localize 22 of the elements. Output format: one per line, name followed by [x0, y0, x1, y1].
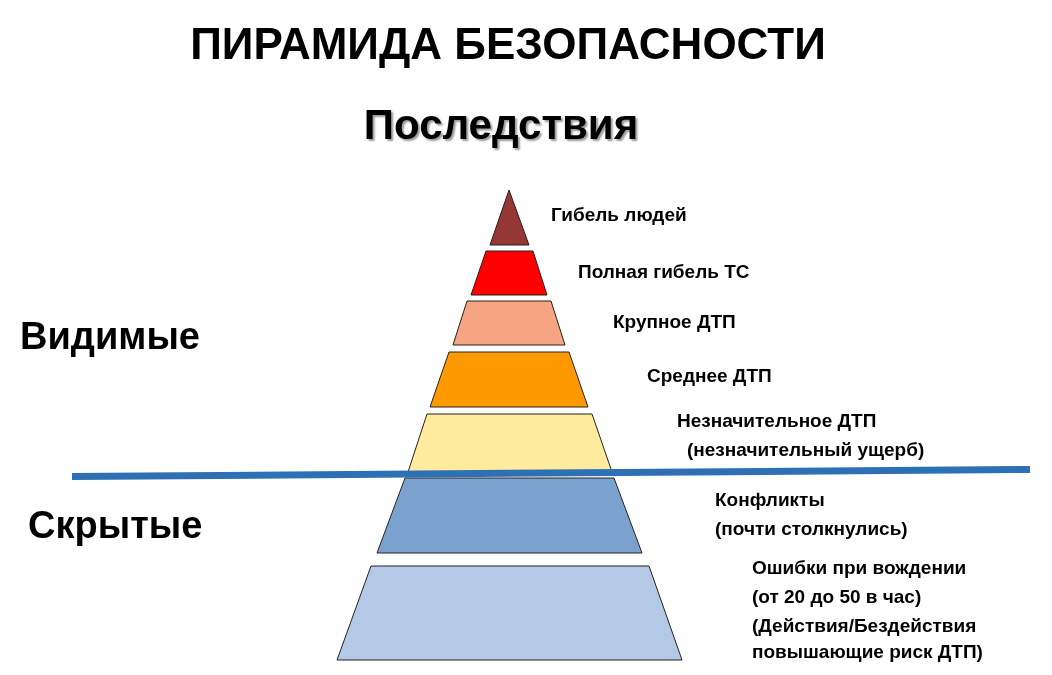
zone-label: Видимые: [20, 314, 200, 358]
pyramid-apex: [490, 190, 529, 245]
tier-caption: (незначительный ущерб): [687, 438, 925, 462]
subtitle: Последствия: [363, 100, 639, 150]
tier-caption: Конфликты: [715, 488, 825, 512]
pyramid-tier: [471, 251, 547, 295]
pyramid-tier: [453, 301, 565, 345]
pyramid-tier: [337, 566, 682, 660]
tier-caption: Гибель людей: [551, 203, 687, 227]
diagram-title: ПИРАМИДА БЕЗОПАСНОСТИ: [190, 18, 826, 70]
pyramid-tier: [377, 478, 642, 553]
pyramid-tier: [430, 352, 588, 407]
pyramid-tier: [408, 414, 612, 472]
tier-caption: (от 20 до 50 в час): [752, 585, 922, 609]
tier-caption: Крупное ДТП: [613, 310, 736, 334]
tier-caption: (почти столкнулись): [715, 517, 908, 541]
zone-label: Скрытые: [28, 503, 203, 547]
tier-caption: Полная гибель ТС: [578, 260, 750, 284]
tier-caption: Ошибки при вождении: [752, 556, 967, 580]
tier-caption: Незначительное ДТП: [677, 409, 877, 433]
tier-caption: (Действия/Бездействия повышающие риск ДТП): [752, 614, 984, 664]
tier-caption: Среднее ДТП: [647, 364, 772, 388]
